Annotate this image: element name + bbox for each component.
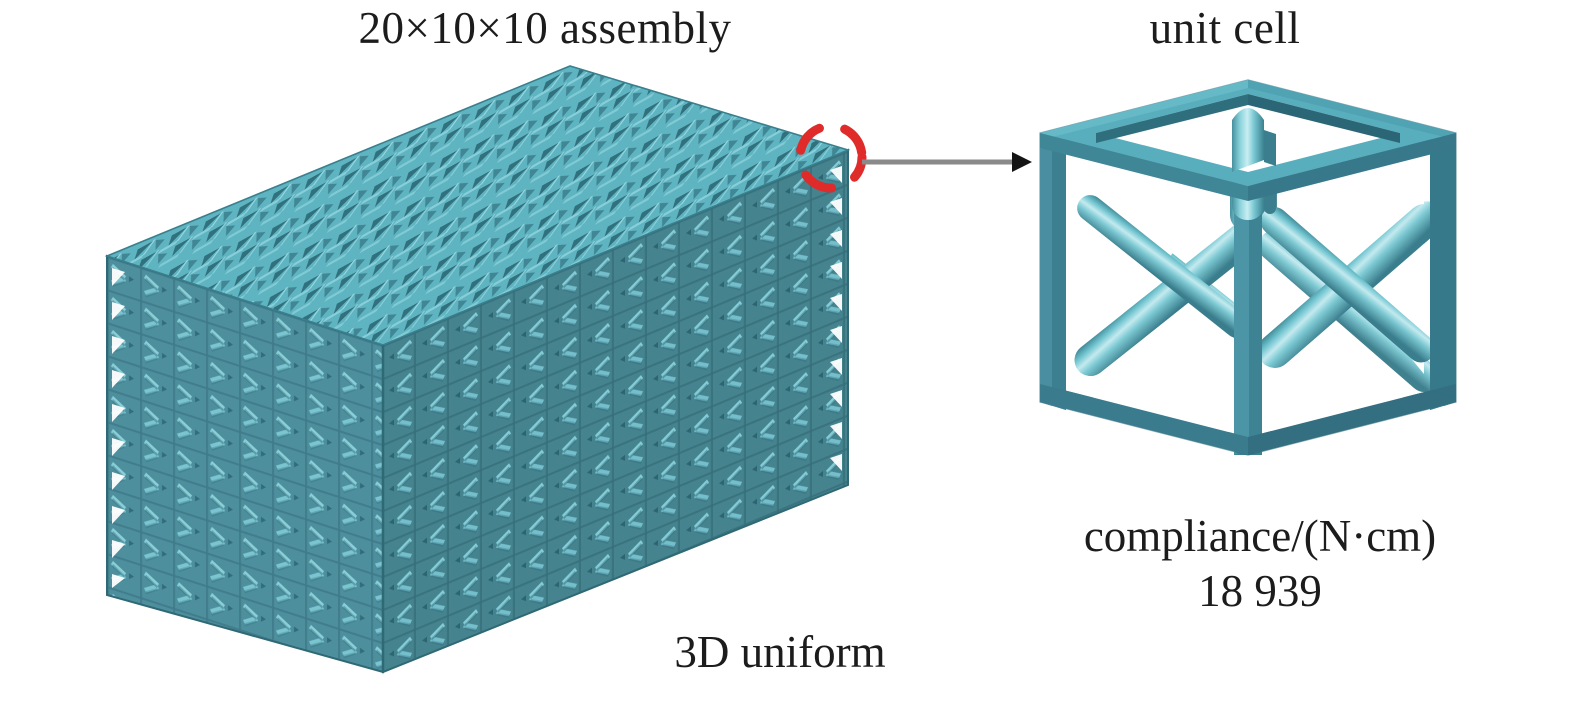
callout-arrow-icon [862, 152, 1032, 172]
assembly-right-edge-openings [830, 166, 842, 471]
cell-braces-overlay [1040, 80, 1456, 455]
assembly-caption: 3D uniform [674, 627, 886, 677]
highlight-circle-icon [795, 121, 867, 193]
compliance-label: compliance/(N·cm) [1083, 511, 1437, 561]
assembly-left-edge-openings [112, 268, 125, 588]
assembly-title: 20×10×10 assembly [358, 3, 732, 53]
compliance-value: 18 939 [1198, 565, 1322, 616]
assembly-top-face [104, 65, 851, 346]
compliance-block: compliance/(N·cm) 18 939 [1005, 512, 1515, 615]
unit-cell-title: unit cell [1149, 3, 1301, 53]
